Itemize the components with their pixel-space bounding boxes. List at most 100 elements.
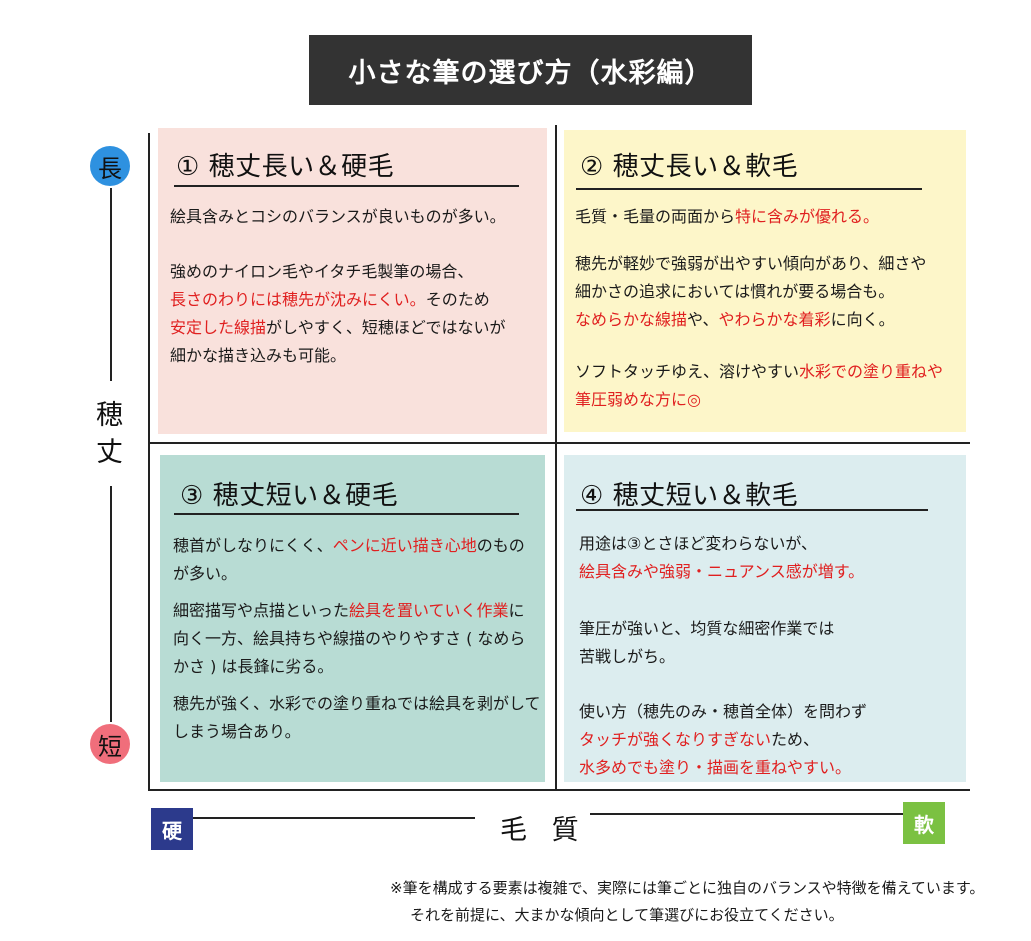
text-line: ソフトタッチゆえ、溶けやすい水彩での塗り重ねや — [575, 358, 943, 386]
grid-center-line — [555, 125, 557, 790]
quadrant-1-bg — [158, 128, 547, 434]
text-line: しまう場合あり。 — [173, 718, 541, 746]
body-text: そのため — [425, 290, 490, 309]
text-line: 穂首がしなりにくく、ペンに近い描き心地のもの — [173, 532, 525, 560]
body-text: 穂先が軽妙で強弱が出やすい傾向があり、細さや — [575, 254, 927, 273]
quadrant-1-underline — [174, 185, 519, 187]
page-title: 小さな筆の選び方（水彩編） — [309, 35, 752, 105]
quadrant-2-para-1: 毛質・毛量の両面から特に含みが優れる。 — [575, 203, 879, 231]
body-text: 絵具含みとコシのバランスが良いものが多い。 — [170, 207, 506, 226]
highlight-text: ペンに近い描き心地 — [332, 536, 477, 555]
quadrant-4-para-2: 筆圧が強いと、均質な細密作業では苦戦しがち。 — [579, 615, 834, 671]
highlight-text: 絵具を置いていく作業 — [349, 601, 509, 620]
quadrant-4-underline — [576, 509, 928, 511]
highlight-text: タッチが強くなりすぎない — [579, 730, 772, 749]
text-line: 穂先が軽妙で強弱が出やすい傾向があり、細さや — [575, 250, 926, 278]
body-text: ソフトタッチゆえ、溶けやすい — [575, 362, 800, 381]
body-text: しまう場合あり。 — [173, 722, 301, 741]
short-label: 短 — [98, 732, 122, 761]
body-text: が多い。 — [173, 564, 238, 583]
horizontal-axis-line-right — [590, 813, 903, 815]
body-text: 細密描写や点描といった — [173, 601, 350, 620]
text-line: 細密描写や点描といった絵具を置いていく作業に — [173, 597, 525, 625]
body-text: 細かさの追求においては慣れが要る場合も。 — [575, 282, 895, 301]
long-label: 長 — [98, 154, 122, 183]
text-line: 苦戦しがち。 — [579, 643, 834, 671]
quadrant-1-para-2: 強めのナイロン毛やイタチ毛製筆の場合、長さのわりには穂先が沈みにくい。そのため安… — [170, 258, 506, 370]
highlight-text: 特に含みが優れる。 — [735, 207, 880, 226]
text-line: 水多めでも塗り・描画を重ねやすい。 — [579, 754, 867, 782]
quadrant-2-para-2: 穂先が軽妙で強弱が出やすい傾向があり、細さや細かさの追求においては慣れが要る場合… — [575, 250, 926, 334]
body-text: 強めのナイロン毛やイタチ毛製筆の場合、 — [170, 262, 474, 281]
hard-label: 硬 — [162, 818, 182, 843]
horizontal-axis-line-left — [193, 817, 475, 819]
body-text: 細かな描き込みも可能。 — [170, 346, 347, 365]
body-text: 使い方（穂先のみ・穂首全体）を問わず — [579, 702, 868, 721]
grid-left-line — [148, 133, 150, 790]
text-line: 向く一方、絵具持ちや線描のやりやすさ ( なめら — [173, 625, 525, 653]
text-line: 使い方（穂先のみ・穂首全体）を問わず — [579, 698, 867, 726]
text-line: 筆圧弱めな方に◎ — [575, 386, 943, 414]
text-line: 毛質・毛量の両面から特に含みが優れる。 — [575, 203, 879, 231]
text-line: 絵具含みとコシのバランスが良いものが多い。 — [170, 203, 506, 231]
body-text: 穂首がしなりにくく、 — [173, 536, 333, 555]
body-text: 筆圧が強いと、均質な細密作業では — [579, 619, 835, 638]
grid-middle-line — [148, 442, 970, 444]
highlight-text: 絵具含みや強弱・ニュアンス感が増す。 — [579, 562, 865, 581]
quadrant-2-bg — [564, 130, 966, 432]
quadrant-3-title: ③ 穂丈短い＆硬毛 — [180, 481, 399, 511]
highlight-text: 安定した線描 — [170, 318, 267, 337]
vertical-axis-label-1: 穂 — [96, 400, 123, 431]
text-line: なめらかな線描や、やわらかな着彩に向く。 — [575, 306, 926, 334]
quadrant-4-para-3: 使い方（穂先のみ・穂首全体）を問わずタッチが強くなりすぎないため、水多めでも塗り… — [579, 698, 867, 782]
text-line: 筆圧が強いと、均質な細密作業では — [579, 615, 834, 643]
quadrant-1-title: ① 穂丈長い＆硬毛 — [176, 152, 395, 182]
short-badge: 短 — [90, 724, 130, 764]
body-text: のもの — [476, 536, 525, 555]
vertical-axis-line-upper — [110, 188, 112, 381]
body-text: 用途は③とさほど変わらないが、 — [579, 534, 818, 553]
quadrant-4-title: ④ 穂丈短い＆軟毛 — [580, 481, 799, 511]
body-text: がしやすく、短穂ほどではないが — [266, 318, 506, 337]
long-badge: 長 — [90, 146, 130, 186]
grid-bottom-line — [148, 789, 970, 791]
quadrant-1-para-1: 絵具含みとコシのバランスが良いものが多い。 — [170, 203, 506, 231]
highlight-text: やわらかな着彩 — [718, 310, 831, 329]
quadrant-3-para-2: 細密描写や点描といった絵具を置いていく作業に向く一方、絵具持ちや線描のやりやすさ… — [173, 597, 525, 681]
text-line: 細かな描き込みも可能。 — [170, 342, 506, 370]
text-line: 長さのわりには穂先が沈みにくい。そのため — [170, 286, 506, 314]
quadrant-3-underline — [174, 513, 519, 515]
highlight-text: 水多めでも塗り・描画を重ねやすい。 — [579, 758, 852, 777]
quadrant-2-title: ② 穂丈長い＆軟毛 — [580, 152, 799, 182]
quadrant-4-para-1: 用途は③とさほど変わらないが、絵具含みや強弱・ニュアンス感が増す。 — [579, 530, 864, 586]
highlight-text: なめらかな線描 — [575, 310, 688, 329]
text-line: タッチが強くなりすぎないため、 — [579, 726, 867, 754]
text-line: が多い。 — [173, 560, 525, 588]
quadrant-2-para-3: ソフトタッチゆえ、溶けやすい水彩での塗り重ねや筆圧弱めな方に◎ — [575, 358, 943, 414]
footnote-line-1: ※筆を構成する要素は複雑で、実際には筆ごとに独自のバランスや特徴を備えています。 — [390, 879, 985, 897]
text-line: 絵具含みや強弱・ニュアンス感が増す。 — [579, 558, 864, 586]
highlight-text: 水彩での塗り重ねや — [799, 362, 944, 381]
body-text: かさ ) は長鋒に劣る。 — [173, 657, 334, 676]
body-text: 苦戦しがち。 — [579, 647, 676, 666]
text-line: 用途は③とさほど変わらないが、 — [579, 530, 864, 558]
vertical-axis-label-2: 丈 — [96, 437, 123, 468]
body-text: 毛質・毛量の両面から — [575, 207, 736, 226]
horizontal-axis-label: 毛 質 — [500, 815, 587, 846]
quadrant-3-para-1: 穂首がしなりにくく、ペンに近い描き心地のものが多い。 — [173, 532, 525, 588]
quadrant-2-underline — [576, 188, 922, 190]
soft-box: 軟 — [903, 802, 945, 844]
body-text: 向く一方、絵具持ちや線描のやりやすさ ( なめら — [173, 629, 526, 648]
body-text: や、 — [687, 310, 719, 329]
text-line: 安定した線描がしやすく、短穂ほどではないが — [170, 314, 506, 342]
body-text: に向く。 — [830, 310, 895, 329]
vertical-axis-line-lower — [110, 486, 112, 722]
body-text: に — [508, 601, 525, 620]
hard-box: 硬 — [151, 808, 193, 850]
quadrant-3-para-3: 穂先が強く、水彩での塗り重ねでは絵具を剥がしてしまう場合あり。 — [173, 690, 541, 746]
quadrant-3-bg — [160, 455, 545, 782]
text-line: 穂先が強く、水彩での塗り重ねでは絵具を剥がして — [173, 690, 541, 718]
text-line: かさ ) は長鋒に劣る。 — [173, 653, 525, 681]
text-line: 細かさの追求においては慣れが要る場合も。 — [575, 278, 926, 306]
soft-label: 軟 — [914, 812, 934, 837]
